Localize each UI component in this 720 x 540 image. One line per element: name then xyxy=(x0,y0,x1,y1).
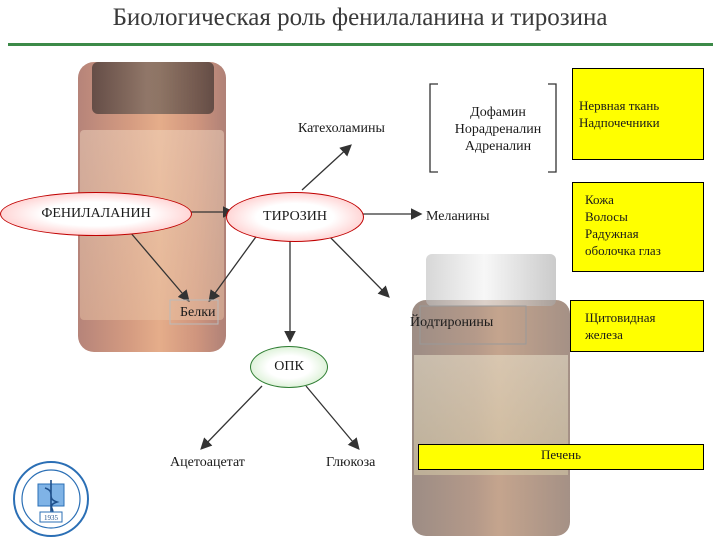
catecholamine-list: Дофамин Норадреналин Адреналин xyxy=(448,104,548,155)
liver-box: Печень xyxy=(418,444,704,470)
iodothyronines-label: Йодтиронины xyxy=(410,315,494,330)
page-title: Биологическая роль фенилаланина и тирози… xyxy=(112,4,608,31)
glucose-label: Глюкоза xyxy=(326,455,376,470)
skin-box: Кожа Волосы Радужная оболочка глаз xyxy=(572,182,704,272)
arrow-opk-acetoacetate xyxy=(200,385,263,450)
thyroid-box: Щитовидная железа xyxy=(570,300,704,352)
liver-label: Печень xyxy=(540,447,582,462)
title-divider xyxy=(8,43,713,46)
arrow-tyr-catecholamines xyxy=(301,144,352,191)
arrow-phe-proteins xyxy=(129,231,190,302)
university-emblem-icon: 1935 xyxy=(13,461,89,537)
phenylalanine-label: ФЕНИЛАЛАНИН xyxy=(41,206,151,221)
bottle-cap-image xyxy=(92,62,214,114)
opk-label: ОПК xyxy=(274,359,304,374)
bracket-left xyxy=(429,83,438,173)
eye-membrane-label: оболочка глаз xyxy=(585,243,661,258)
noradrenaline-label: Норадреналин xyxy=(454,122,542,137)
arrow-tyr-proteins xyxy=(208,233,259,303)
tyrosine-label: ТИРОЗИН xyxy=(263,209,327,224)
hair-label: Волосы xyxy=(585,209,628,224)
gland-label: железа xyxy=(585,327,623,342)
adrenal-label: Надпочечники xyxy=(579,115,660,130)
proteins-label: Белки xyxy=(180,305,216,320)
nervous-tissue-label: Нервная ткань xyxy=(579,98,660,113)
iris-label: Радужная xyxy=(585,226,639,241)
arrow-opk-glucose xyxy=(305,385,360,450)
nervous-tissue-box: Нервная ткань Надпочечники xyxy=(572,68,704,160)
iodothyronines-frame xyxy=(419,305,527,345)
arrow-tyr-iodothyronines xyxy=(324,231,390,298)
phenylalanine-node: ФЕНИЛАЛАНИН xyxy=(0,192,192,236)
catecholamines-label: Катехоламины xyxy=(298,121,385,136)
skin-label: Кожа xyxy=(585,192,614,207)
thyroid-label: Щитовидная xyxy=(585,310,656,325)
melanins-label: Меланины xyxy=(426,209,490,224)
adrenaline-label: Адреналин xyxy=(464,139,532,154)
bottle-cap-image xyxy=(426,254,556,306)
emblem-year: 1935 xyxy=(44,514,59,522)
tyrosine-node: ТИРОЗИН xyxy=(226,192,364,242)
acetoacetate-label: Ацетоацетат xyxy=(170,455,245,470)
bracket-right xyxy=(548,83,557,173)
dopamine-label: Дофамин xyxy=(470,105,526,120)
opk-node: ОПК xyxy=(250,346,328,388)
proteins-frame xyxy=(169,299,219,325)
